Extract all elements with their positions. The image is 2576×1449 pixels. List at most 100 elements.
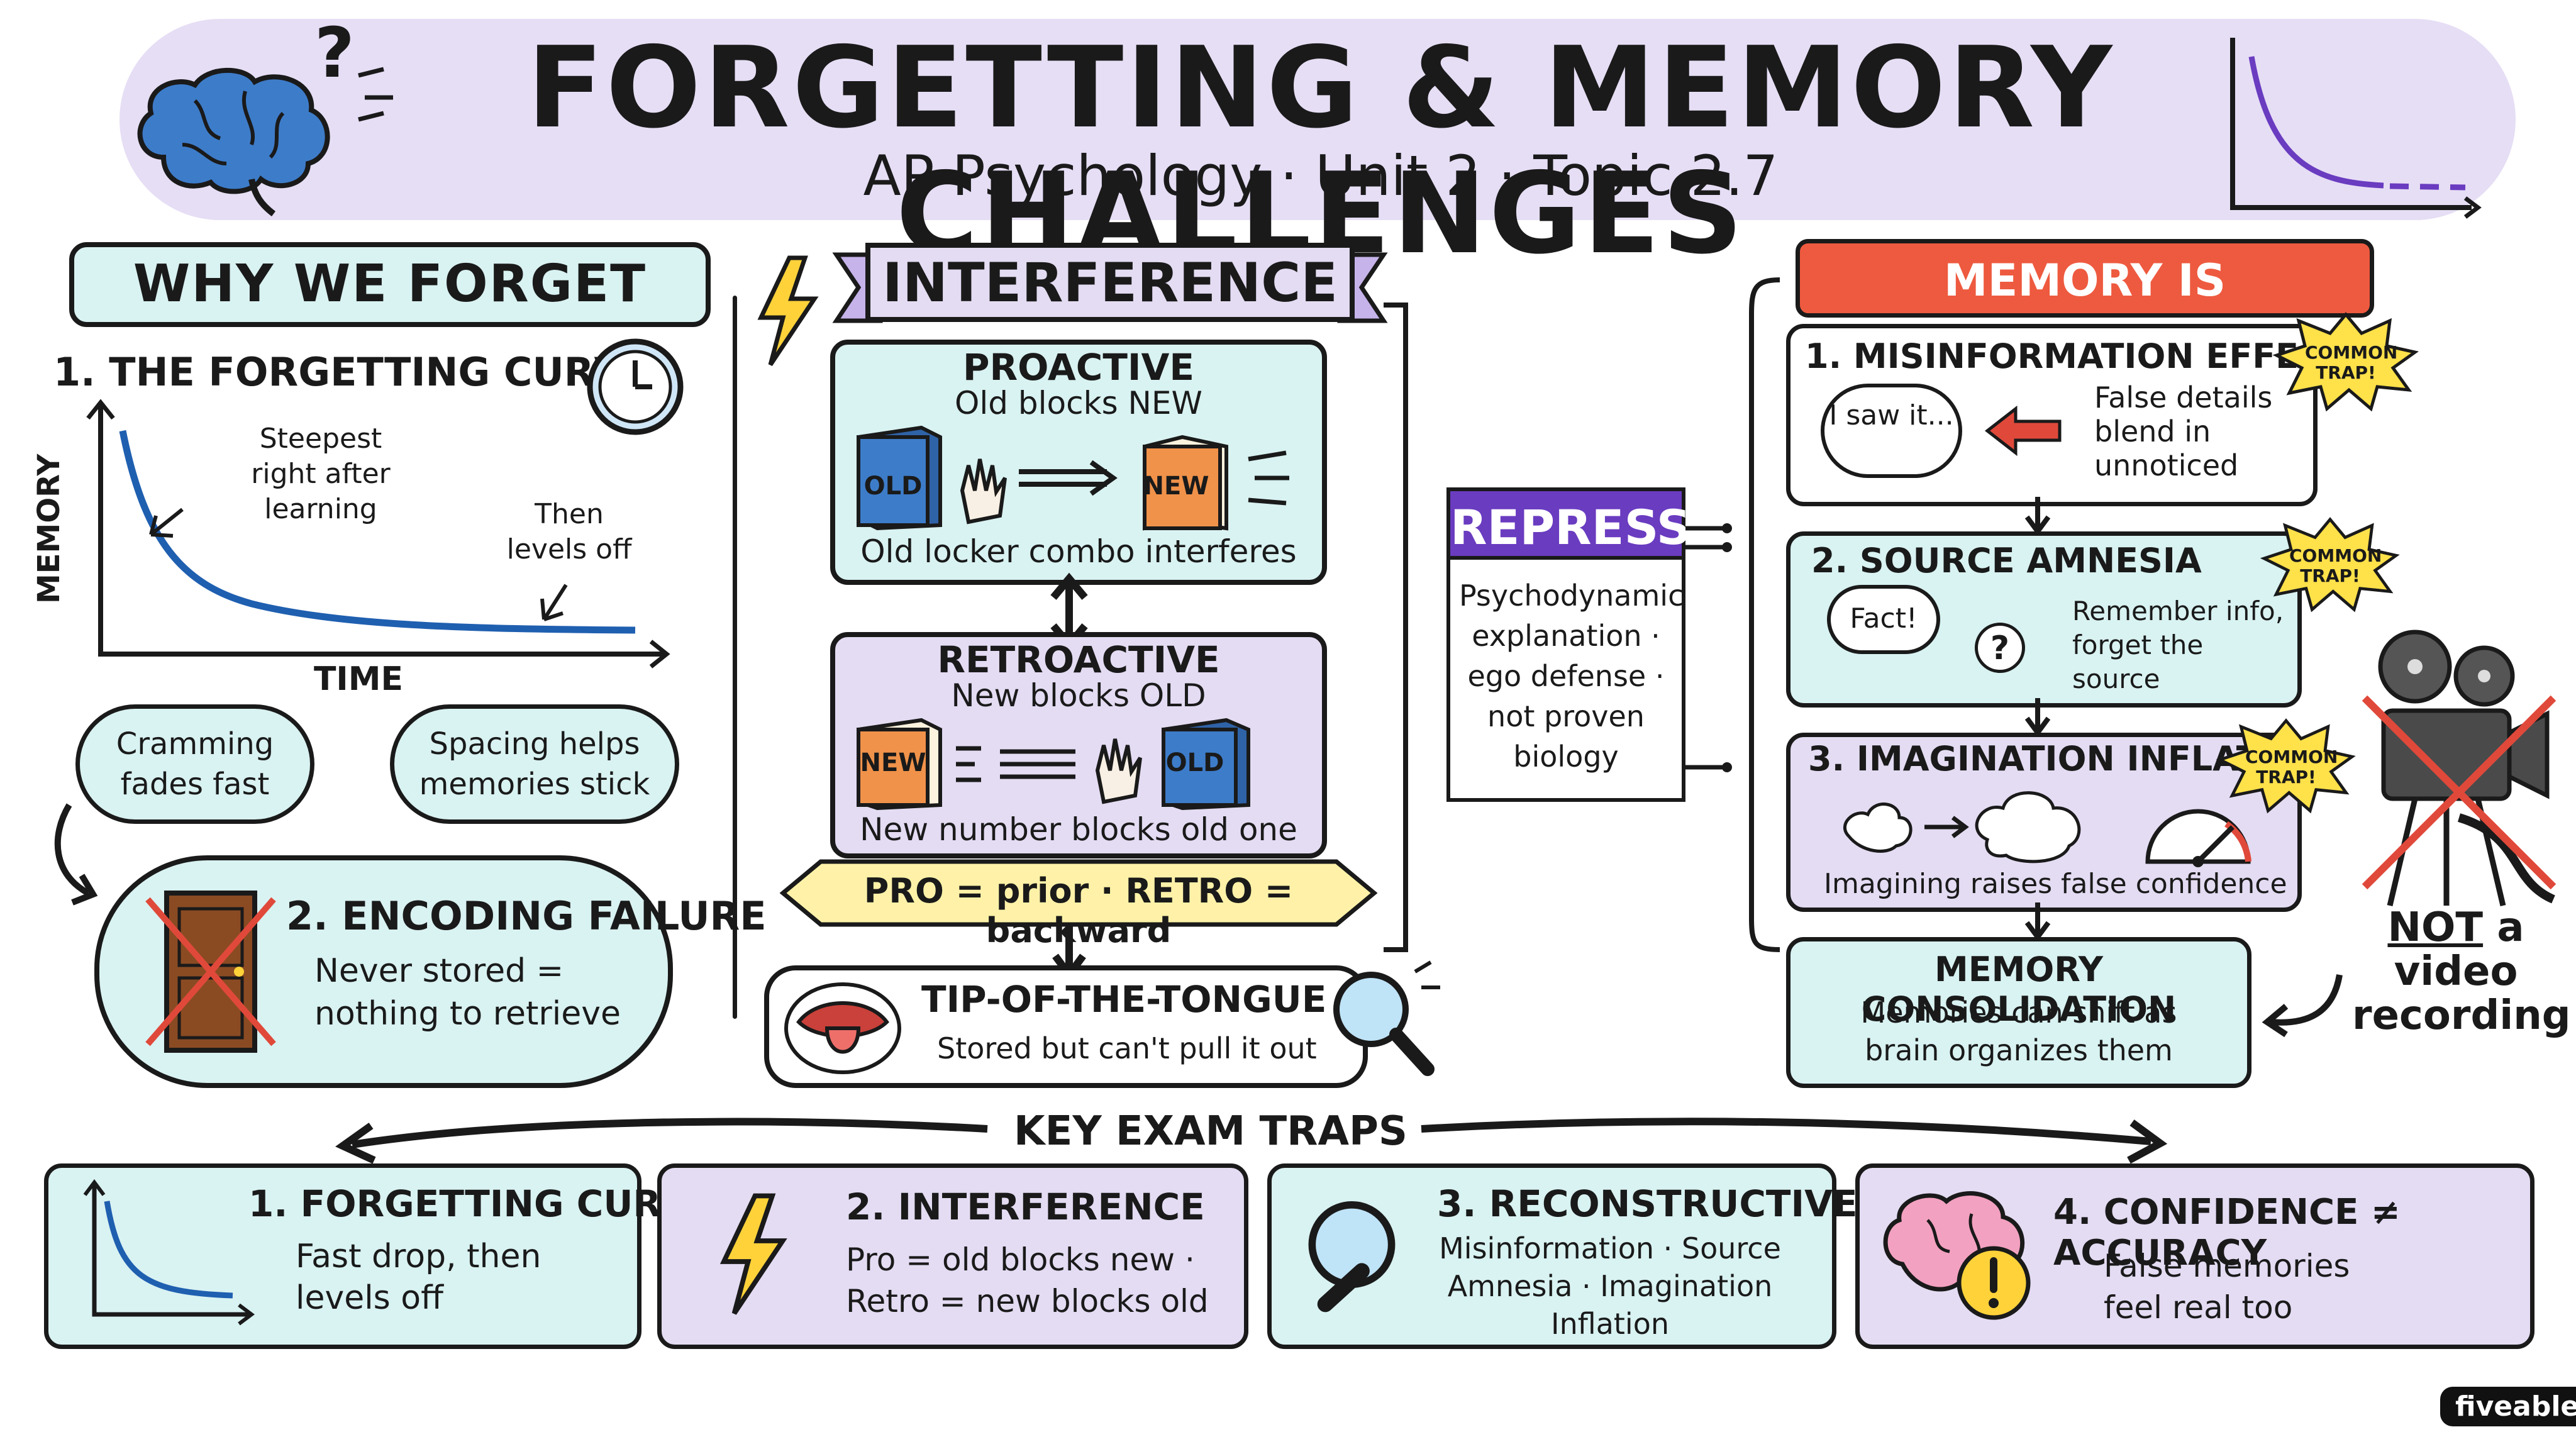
- decay-graph-icon: [2230, 38, 2482, 219]
- hand-stop-icon-2: [1095, 738, 1142, 804]
- trap-badge-3-text: COMMON TRAP!: [2245, 747, 2338, 787]
- trap-2-title: 2. INTERFERENCE: [846, 1185, 1205, 1228]
- proactive-title: PROACTIVE: [962, 346, 1195, 389]
- not-video-label: NOT a video recording: [2352, 904, 2571, 1038]
- trap-badge-1-text: COMMON TRAP!: [2305, 342, 2398, 383]
- trap-1-text: Fast drop, then levels off: [296, 1238, 541, 1317]
- retroactive-caption: New number blocks old one: [860, 811, 1297, 848]
- brain-warning-icon: [1883, 1191, 2031, 1320]
- repression-text: Psychodynamic explanation · ego defense …: [1459, 579, 1684, 774]
- fact-thought-bubble: Fact!: [1827, 585, 1940, 654]
- encoding-failure-title: 2. ENCODING FAILURE: [286, 893, 767, 939]
- trap-badge-3: [2216, 718, 2356, 814]
- fiveable-logo: fiveable: [2440, 1387, 2576, 1426]
- door-icon: [145, 891, 276, 1053]
- proactive-caption: Old locker combo interferes: [860, 533, 1297, 570]
- mini-curve-icon: [83, 1179, 255, 1326]
- clock-icon: [587, 338, 684, 435]
- misinformation-title: 1. MISINFORMATION EFFECT: [1805, 336, 2347, 376]
- mouth-tongue-icon: [784, 982, 901, 1074]
- imagination-inflation-text: Imagining raises false confidence: [1824, 868, 2287, 900]
- connector-arrows: [1685, 523, 1732, 772]
- not-word: NOT: [2387, 904, 2484, 951]
- bracket-left-right-col: [1749, 277, 1780, 952]
- retroactive-title: RETROACTIVE: [937, 638, 1220, 681]
- new-book-icon: [1143, 435, 1228, 531]
- magnifier-icon-2: [1308, 1201, 1396, 1313]
- trap-3-text: Misinformation · Source Amnesia · Imagin…: [1439, 1231, 1781, 1341]
- misinfo-thought-bubble: I saw it...: [1821, 384, 1962, 478]
- trap-card-1: [44, 1163, 641, 1349]
- levels-off-note: Then levels off: [506, 498, 632, 565]
- trap-4-text: False memories feel real too: [2104, 1248, 2350, 1326]
- forgetting-curve-title: 1. THE FORGETTING CURVE: [53, 349, 651, 395]
- interference-ribbon: [832, 243, 1388, 323]
- down-arrow-2: [2024, 698, 2051, 737]
- header-banner: [119, 19, 2516, 220]
- tip-of-tongue-title: TIP-OF-THE-TONGUE: [921, 978, 1327, 1021]
- gauge-icon: [2145, 809, 2251, 867]
- mnemonic-ribbon: [779, 859, 1378, 927]
- film-camera-icon: [2362, 630, 2557, 907]
- why-we-forget-label: WHY WE FORGET: [133, 254, 647, 314]
- tip-of-tongue-text: Stored but can't pull it out: [937, 1031, 1317, 1065]
- reconstructive-heading: MEMORY IS RECONSTRUCTIVE: [1796, 239, 2374, 380]
- misinformation-text: False details blend in unnoticed: [2094, 380, 2273, 482]
- new-book-icon-2: [857, 718, 942, 811]
- trap-2-text: Pro = old blocks new · Retro = new block…: [846, 1241, 1209, 1319]
- source-amnesia-text: Remember info, forget the source: [2072, 596, 2284, 694]
- consolidation-title: MEMORY CONSOLIDATION: [1861, 950, 2177, 1029]
- bracket-right-center: [1384, 303, 1408, 952]
- source-amnesia-title: 2. SOURCE AMNESIA: [1811, 541, 2202, 580]
- forgetting-curve-chart: [86, 399, 670, 669]
- old-book-icon-2: [1162, 718, 1250, 811]
- old-book-label-2: OLD: [1165, 748, 1224, 777]
- misinfo-thought-text: I saw it...: [1829, 399, 1954, 431]
- fact-thought-text: Fact!: [1850, 602, 1918, 635]
- trap-1-title: 1. FORGETTING CURVE: [248, 1182, 714, 1225]
- sparkle-icon: [358, 67, 393, 122]
- cloud-grow-icon: [1843, 791, 2081, 863]
- mnemonic-text: PRO = prior · RETRO = backward: [863, 871, 1294, 950]
- consolidation-box: [1786, 937, 2251, 1088]
- magnifier-icon: [1333, 960, 1440, 1076]
- trap-badge-1: [2272, 312, 2419, 412]
- new-book-label-2: NEW: [860, 748, 926, 777]
- trap-badge-2: [2260, 517, 2400, 613]
- spacing-bubble: Spacing helps memories stick: [390, 704, 679, 824]
- question-mark: ?: [314, 13, 355, 93]
- question-circle-text: ?: [1990, 630, 2010, 667]
- down-arrow-3: [2024, 902, 2051, 941]
- question-circle: ?: [1975, 623, 2025, 673]
- key-exam-traps-heading: KEY EXAM TRAPS: [1014, 1108, 1407, 1155]
- motion-lines-icon: [1248, 450, 1289, 506]
- memory-axis-label: MEMORY: [31, 453, 67, 604]
- new-book-label: NEW: [1143, 472, 1209, 501]
- interference-heading: INTERFERENCE: [882, 252, 1338, 314]
- traps-arrows: [335, 1118, 2168, 1164]
- lightning-icon: [757, 255, 819, 366]
- video-recording-text: video recording: [2352, 948, 2571, 1039]
- curved-arrow-icon: [54, 803, 98, 906]
- proactive-subtitle: Old blocks NEW: [955, 385, 1202, 421]
- steepest-note: Steepest right after learning: [251, 423, 391, 525]
- trap-3-title: 3. RECONSTRUCTIVE: [1437, 1182, 1858, 1225]
- curved-arrow-left-icon: [2262, 974, 2343, 1038]
- page-subtitle: AP Psychology · Unit 2 · Topic 2.7: [863, 143, 1779, 208]
- arrow-right-icon: [1019, 460, 1118, 496]
- divider-left: [733, 296, 737, 1019]
- brain-icon: [137, 67, 330, 216]
- trap-4-title: 4. CONFIDENCE ≠ ACCURACY: [2053, 1192, 2401, 1274]
- trap-badge-2-text: COMMON TRAP!: [2289, 545, 2382, 586]
- lightning-icon-2: [719, 1193, 787, 1315]
- consolidation-text: Memories can shift as brain organizes th…: [1860, 996, 2177, 1067]
- retroactive-subtitle: New blocks OLD: [951, 677, 1206, 714]
- cramming-text: Cramming fades fast: [116, 726, 274, 802]
- a-word: a: [2497, 904, 2524, 951]
- cramming-bubble: Cramming fades fast: [75, 704, 314, 824]
- down-arrow-1: [2024, 497, 2051, 536]
- hand-stop-icon: [960, 458, 1007, 525]
- motion-lines-icon-2: [956, 746, 1075, 782]
- red-arrow-icon: [1984, 405, 2062, 457]
- repression-title: REPRESSION: [1446, 487, 1789, 560]
